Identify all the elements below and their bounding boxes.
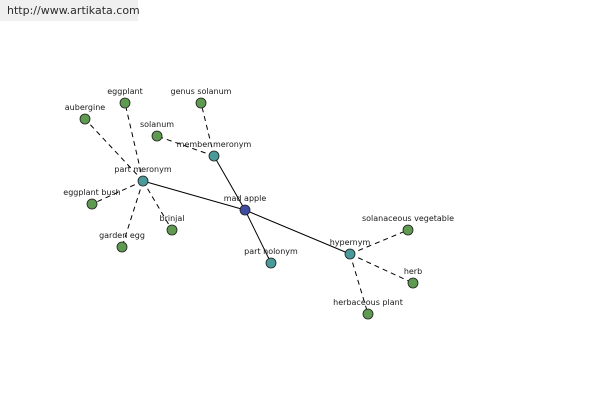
node-solanaceous-vegetable[interactable] bbox=[402, 224, 414, 236]
node-part-holonym[interactable] bbox=[265, 257, 277, 269]
edge-hypernym-herbaceous_plant bbox=[349, 253, 369, 315]
edge-member_meronym-solanum bbox=[156, 135, 215, 157]
node-label-center: mad apple bbox=[224, 194, 267, 203]
node-label-herb: herb bbox=[404, 267, 422, 276]
node-herbaceous-plant[interactable] bbox=[362, 308, 374, 320]
node-aubergine[interactable] bbox=[79, 113, 91, 125]
node-garden-egg[interactable] bbox=[116, 241, 128, 253]
edge-member_meronym-genus_solanum bbox=[200, 102, 215, 157]
node-genus-solanum[interactable] bbox=[195, 97, 207, 109]
node-eggplant[interactable] bbox=[119, 97, 131, 109]
edge-center-member_meronym bbox=[213, 155, 246, 211]
node-hypernym[interactable] bbox=[344, 248, 356, 260]
node-part-meronym[interactable] bbox=[137, 175, 149, 187]
node-label-hypernym: hypernym bbox=[330, 238, 371, 247]
node-label-aubergine: aubergine bbox=[65, 103, 105, 112]
node-label-garden-egg: garden egg bbox=[99, 231, 145, 240]
edge-part_meronym-eggplant_bush bbox=[91, 180, 144, 205]
nodes-layer bbox=[79, 97, 419, 320]
source-url: http://www.artikata.com bbox=[0, 0, 140, 21]
node-brinjal[interactable] bbox=[166, 224, 178, 236]
node-label-genus-solanum: genus solanum bbox=[171, 87, 232, 96]
labels-layer: mad apple part meronym member meronym part … bbox=[63, 87, 454, 307]
edge-hypernym-solanaceous_vegetable bbox=[349, 229, 409, 255]
edge-center-hypernym bbox=[244, 209, 351, 255]
node-label-solanum: solanum bbox=[140, 120, 174, 129]
node-solanum[interactable] bbox=[151, 130, 163, 142]
node-label-solanaceous-vegetable: solanaceous vegetable bbox=[362, 214, 454, 223]
node-label-eggplant-bush: eggplant bush bbox=[63, 188, 120, 197]
edge-hypernym-herb bbox=[349, 253, 414, 284]
node-herb[interactable] bbox=[407, 277, 419, 289]
node-member-meronym[interactable] bbox=[208, 150, 220, 162]
node-label-herbaceous-plant: herbaceous plant bbox=[333, 298, 403, 307]
edge-part_meronym-garden_egg bbox=[121, 180, 144, 248]
node-center[interactable] bbox=[239, 204, 251, 216]
edges-layer bbox=[84, 102, 414, 315]
edge-part_meronym-brinjal bbox=[142, 180, 173, 231]
node-label-part-meronym: part meronym bbox=[114, 165, 171, 174]
edge-part_meronym-eggplant bbox=[124, 102, 144, 182]
node-label-part-holonym: part holonym bbox=[244, 247, 298, 256]
node-eggplant-bush[interactable] bbox=[86, 198, 98, 210]
edge-center-part_holonym bbox=[244, 209, 272, 264]
node-label-member-meronym: member meronym bbox=[177, 140, 252, 149]
edge-center-part_meronym bbox=[142, 180, 246, 211]
node-label-brinjal: brinjal bbox=[159, 214, 184, 223]
node-label-eggplant: eggplant bbox=[107, 87, 143, 96]
